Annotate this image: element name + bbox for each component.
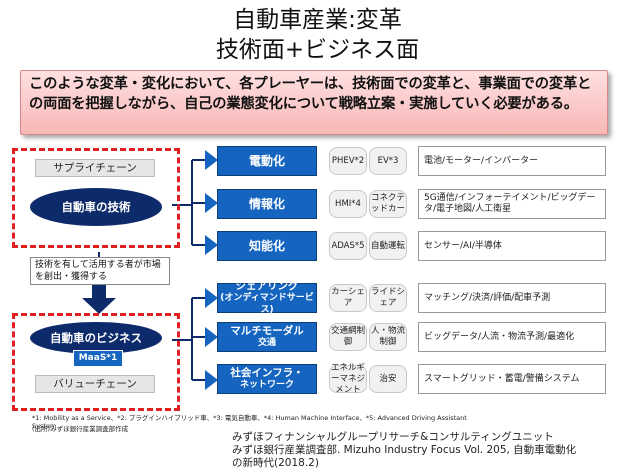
footnote: *1: Mobility as a Service、*2: プラグインハイブリッ… (32, 414, 467, 430)
row-label-line1: マルチモーダル (230, 325, 304, 337)
mid-note: 技術を有して活用する者が市場を創出・獲得する (30, 257, 170, 285)
business-dashed-box (12, 313, 180, 411)
row-detail-4: ビッグデータ/人流・物流予測/最適化 (418, 322, 606, 352)
row-label-line1: 知能化 (248, 239, 285, 253)
row-tag-b-0: EV*3 (369, 147, 407, 175)
row-tag-a-3: カーシェア (329, 284, 367, 312)
row-tag-a-1: HMI*4 (329, 190, 367, 218)
row-tag-b-5: 治安 (369, 365, 407, 393)
row-tag-a-5: エネルギーマネジメント (329, 362, 367, 395)
row-detail-3: マッチング/決済/評価/配車予測 (418, 283, 606, 313)
supply-chain-label: サプライチェーン (35, 159, 155, 177)
row-tag-a-2: ADAS*5 (329, 232, 367, 260)
row-tag-b-1: コネクテッドカー (369, 190, 407, 218)
source-line-3: の新時代(2018.2) (232, 457, 319, 469)
footnote-source: (出所)みずほ銀行産業調査部作成 (32, 425, 129, 433)
value-chain-label: バリューチェーン (35, 375, 155, 393)
row-label-3: シェアリング(オンディマンドサービス) (217, 280, 317, 315)
row-tag-b-4: 人・物流制御 (369, 323, 407, 351)
row-label-5: 社会インフラ・ネットワーク (217, 364, 317, 394)
row-label-2: 知能化 (217, 231, 317, 261)
row-label-line1: 情報化 (248, 197, 285, 211)
row-detail-5: スマートグリッド・蓄電/警備システム (418, 364, 606, 394)
row-label-0: 電動化 (217, 146, 317, 176)
tech-dashed-box (12, 148, 180, 248)
row-tag-b-3: ライドシェア (369, 284, 407, 312)
row-tag-a-0: PHEV*2 (329, 147, 367, 175)
business-oval: 自動車のビジネス (30, 322, 162, 354)
row-label-line2: ネットワーク (239, 380, 294, 390)
tech-oval: 自動車の技術 (30, 188, 162, 226)
row-tag-a-4: 交通網制御 (329, 323, 367, 351)
row-tag-b-2: 自動運転 (369, 232, 407, 260)
row-label-line1: 電動化 (248, 154, 285, 168)
title-line-1: 自動車産業:変革 (233, 7, 402, 33)
source-line-1: みずほフィナンシャルグループリサーチ&コンサルティングユニット (232, 431, 554, 443)
title-line-2: 技術面+ビジネス面 (215, 37, 420, 63)
row-detail-1: 5G通信/インフォーテイメント/ビッグデータ/電子地図/人工衛星 (418, 189, 606, 219)
maas-badge: MaaS*1 (73, 350, 123, 367)
row-label-line1: 社会インフラ・ (230, 367, 304, 379)
summary-box: このような変革・変化において、各プレーヤーは、技術面での変革と、事業面での変革と… (20, 70, 608, 135)
row-label-line2: (オンディマンドサービス) (220, 293, 314, 315)
row-label-line2: 交通 (257, 338, 276, 348)
row-label-1: 情報化 (217, 189, 317, 219)
source-line-2: みずほ銀行産業調査部. Mizuho Industry Focus Vol. 2… (232, 444, 577, 456)
row-detail-0: 電池/モーター/インバーター (418, 146, 606, 176)
row-label-4: マルチモーダル交通 (217, 322, 317, 352)
row-label-line1: シェアリング (235, 280, 299, 292)
row-detail-2: センサー/AI/半導体 (418, 231, 606, 261)
